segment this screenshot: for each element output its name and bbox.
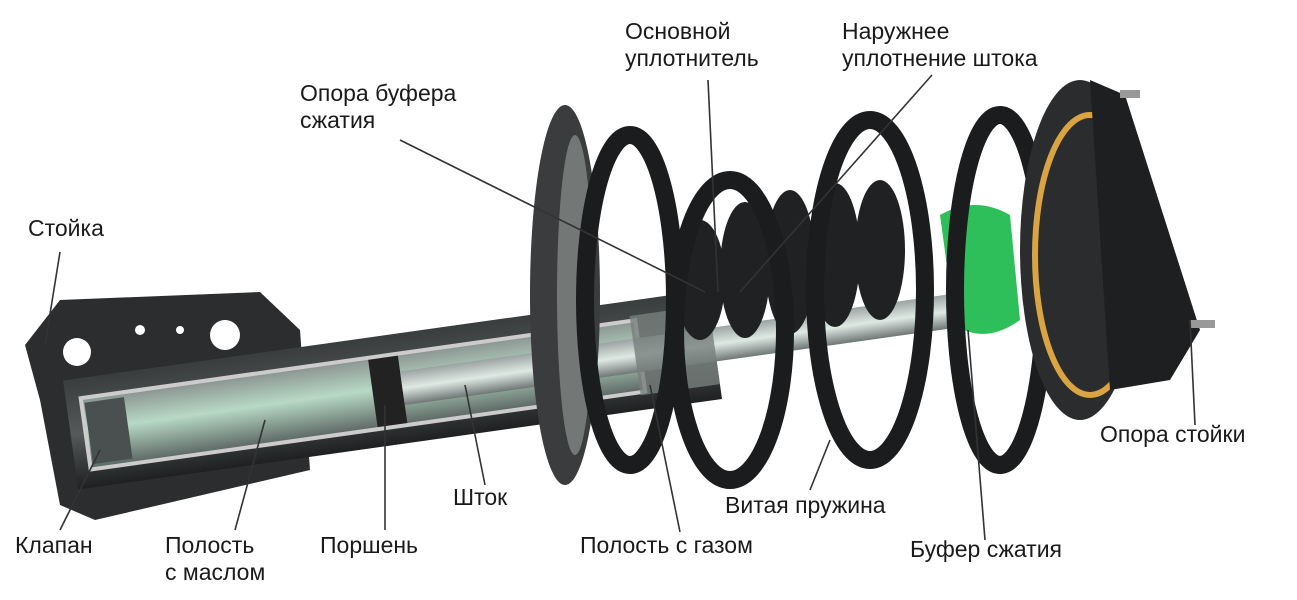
label-line: уплотнение штока	[842, 45, 1038, 71]
label-valve: Клапан	[15, 532, 93, 558]
label-line: уплотнитель	[625, 45, 759, 71]
bracket-hole	[176, 326, 184, 334]
label-bump-stop: Буфер сжатия	[910, 536, 1062, 562]
label-strut-mount: Опора стойки	[1100, 421, 1246, 447]
label-line: сжатия	[300, 107, 376, 133]
label-outer-rod-seal: Наружнее уплотнение штока	[842, 18, 1038, 72]
bracket-hole	[210, 320, 240, 350]
leader-lines	[44, 74, 1196, 541]
bracket-hole	[63, 338, 91, 366]
label-strut: Стойка	[28, 215, 104, 241]
label-oil-chamber: Полость с маслом	[165, 532, 265, 586]
label-rod: Шток	[453, 484, 508, 510]
label-line: Основной	[625, 18, 731, 44]
label-coil-spring: Витая пружина	[725, 492, 886, 518]
label-main-seal: Основной уплотнитель	[625, 18, 759, 72]
piston	[368, 355, 408, 428]
bracket-hole	[135, 325, 145, 335]
label-gas-chamber: Полость с газом	[580, 532, 753, 558]
label-line: Наружнее	[842, 18, 950, 44]
label-line: Опора буфера	[300, 80, 457, 106]
mount-stud	[1190, 320, 1215, 328]
mount-stud	[1120, 90, 1140, 98]
valve	[84, 397, 133, 465]
label-line: Полость	[165, 532, 255, 558]
label-line: с маслом	[165, 559, 266, 585]
label-bump-stop-mount: Опора буфера сжатия	[300, 80, 456, 134]
mount-plate	[1090, 80, 1200, 390]
label-piston: Поршень	[320, 532, 419, 558]
